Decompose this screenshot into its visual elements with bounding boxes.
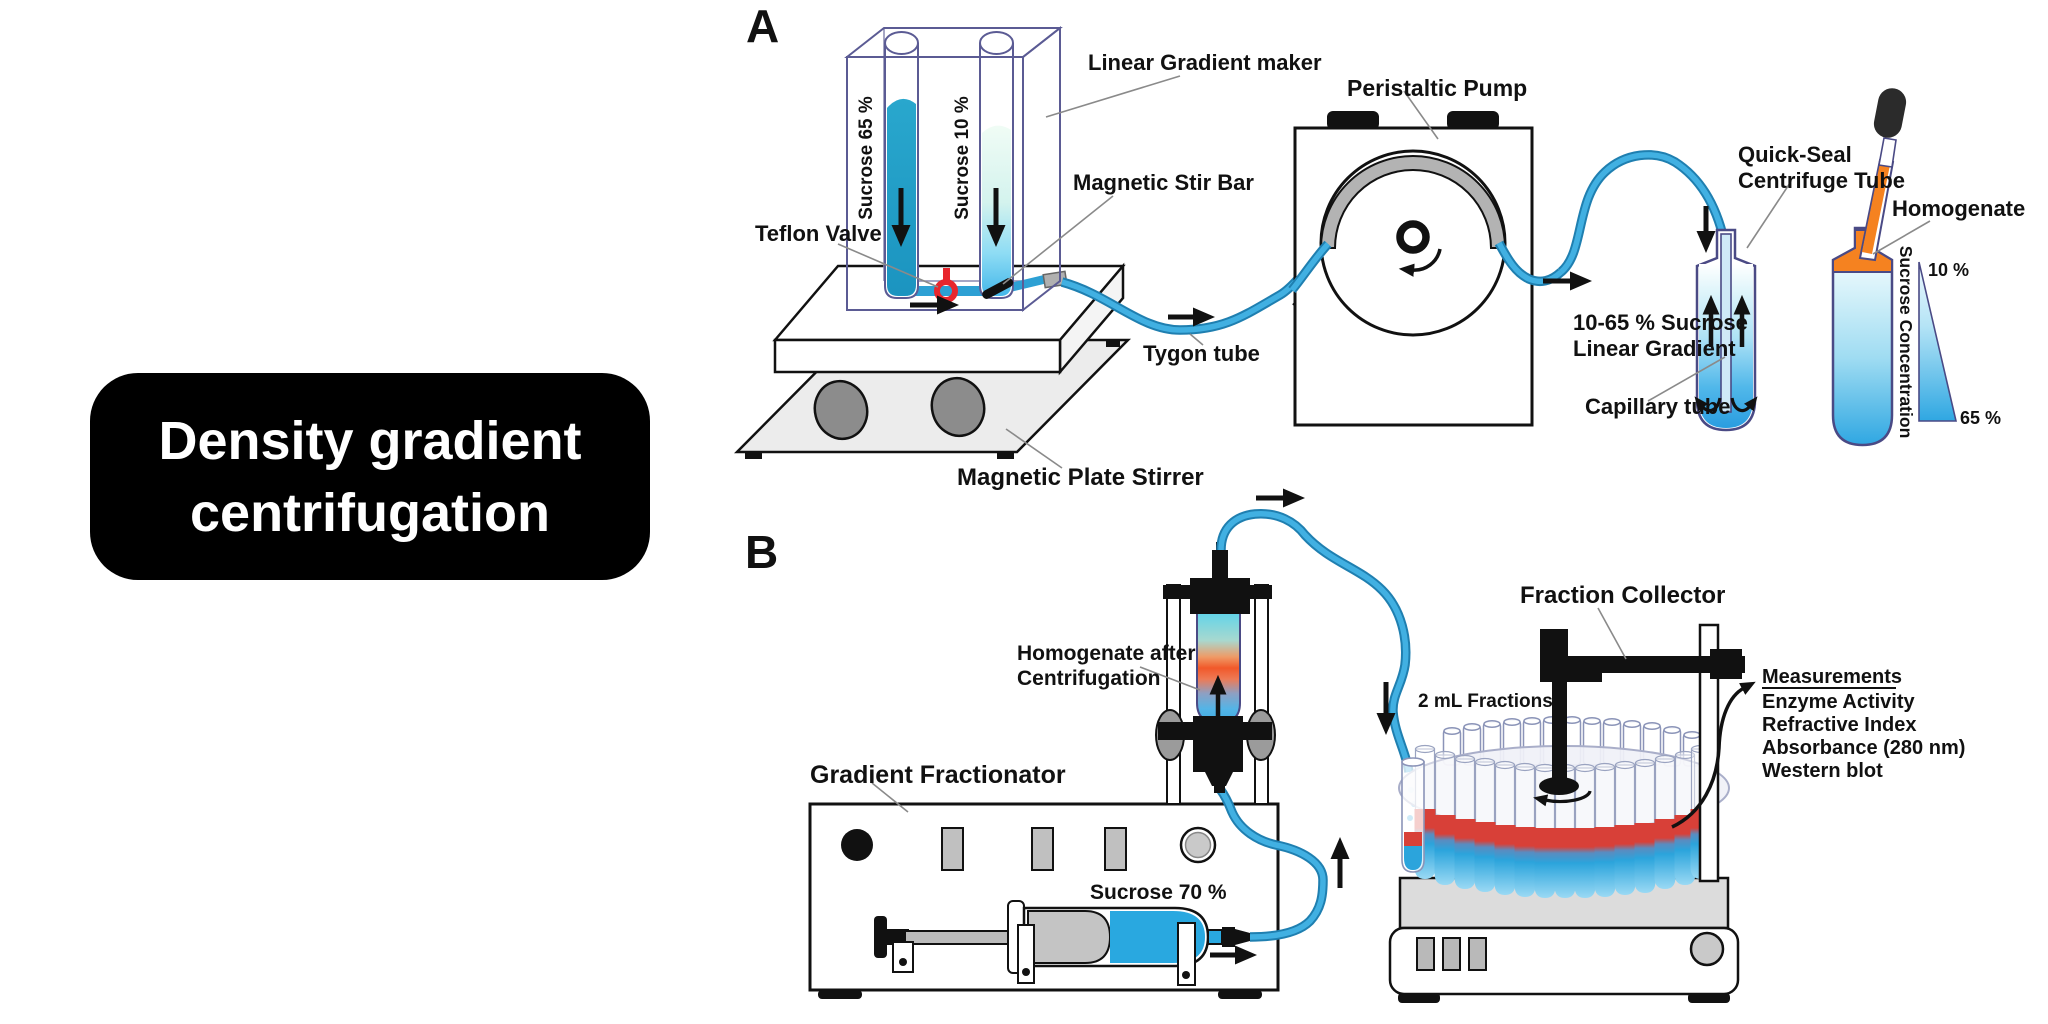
magnetic-stir-bar	[982, 278, 1014, 299]
measurements-list: Measurements Enzyme Activity Refractive …	[1762, 666, 1965, 782]
centrifuged-column-stand	[1155, 542, 1276, 805]
gradient-10-65-label-1: 10-65 % Sucrose	[1573, 310, 1748, 335]
quick-seal-label-1: Quick-Seal	[1738, 142, 1852, 167]
capillary-tube-label: Capillary tube	[1585, 394, 1730, 419]
leader-lines-b	[871, 607, 1627, 813]
fraction-collector	[1388, 623, 1756, 1003]
quick-seal-label-2: Centrifuge Tube	[1738, 168, 1905, 193]
sucrose-65-cylinder	[884, 31, 919, 299]
quick-seal-centrifuge-tube	[1694, 228, 1758, 432]
homogenate-after-label-1: Homogenate after	[1017, 642, 1196, 665]
two-ml-fractions-label: 2 mL Fractions	[1418, 691, 1553, 712]
power-knob	[841, 829, 873, 861]
measurements-title: Measurements	[1762, 666, 1902, 688]
tube-syringe-to-column	[1216, 786, 1350, 942]
tube-pump-to-centrifuge-tube	[1557, 150, 1729, 276]
capillary-tube	[1720, 233, 1732, 413]
pipette	[1858, 88, 1907, 262]
syringe-sucrose-70	[874, 900, 1257, 986]
tube-connector	[1042, 270, 1068, 289]
dispenser-arm	[1533, 629, 1745, 807]
pump-hub	[1396, 220, 1430, 254]
magnetic-plate-stirrer-label: Magnetic Plate Stirrer	[957, 464, 1204, 491]
linear-gradient-maker-label: Linear Gradient maker	[1088, 50, 1322, 75]
magnetic-stir-bar-label: Magnetic Stir Bar	[1073, 170, 1254, 195]
gradient-fractionator	[808, 802, 1280, 999]
pct-65-label: 65 %	[1960, 408, 2001, 428]
collector-knob	[1689, 931, 1725, 967]
measurement-item: Western blot	[1762, 760, 1883, 782]
homogenate-gradient-tube	[1831, 226, 1894, 447]
peristaltic-pump	[1288, 111, 1565, 427]
gradient-fractionator-label: Gradient Fractionator	[810, 761, 1066, 789]
homogenate-label: Homogenate	[1892, 196, 2025, 221]
title-box: Density gradient centrifugation	[90, 373, 650, 580]
sucrose-concentration-scale	[1918, 261, 1958, 422]
title-line2: centrifugation	[190, 483, 550, 543]
receiving-tube	[1401, 757, 1425, 873]
sucrose-concentration-label: Sucrose Concentration	[1896, 246, 1916, 439]
sucrose-10-label: Sucrose 10 %	[952, 96, 973, 220]
measurement-item: Refractive Index	[1762, 714, 1917, 736]
channel	[893, 286, 1007, 296]
title-line1: Density gradient	[158, 411, 581, 471]
linear-gradient-maker	[844, 25, 1068, 315]
tygon-tube-label: Tygon tube	[1143, 341, 1260, 366]
tube-column-to-collector	[1216, 488, 1417, 821]
teflon-valve-label: Teflon Valve	[755, 221, 882, 246]
pipette-bulb	[1873, 88, 1907, 138]
peristaltic-pump-label: Peristaltic Pump	[1347, 75, 1527, 101]
sucrose-65-label: Sucrose 65 %	[856, 96, 877, 220]
sucrose-10-cylinder	[979, 31, 1014, 299]
panel-b-label: B	[745, 526, 778, 578]
measurement-item: Absorbance (280 nm)	[1762, 737, 1965, 759]
measurements-arrow	[1671, 681, 1756, 829]
measurement-item: Enzyme Activity	[1762, 691, 1916, 713]
sucrose-70-label: Sucrose 70 %	[1090, 881, 1227, 904]
pct-10-label: 10 %	[1928, 260, 1969, 280]
leader-lines-a	[837, 75, 1931, 469]
panel-a-label: A	[746, 0, 779, 52]
gradient-10-65-label-2: Linear Gradient	[1573, 336, 1736, 361]
fraction-collector-label: Fraction Collector	[1520, 582, 1725, 609]
homogenate-after-label-2: Centrifugation	[1017, 667, 1160, 690]
